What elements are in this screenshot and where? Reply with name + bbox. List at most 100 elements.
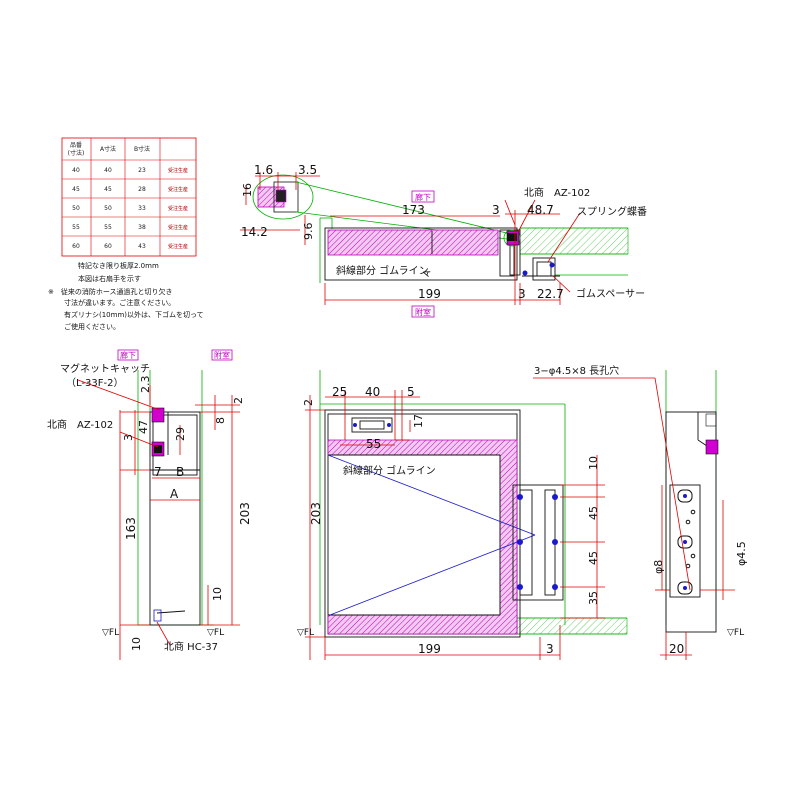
table-cell: 33 bbox=[138, 205, 146, 212]
front-section-label: 斜線部分 ゴムライン bbox=[343, 464, 436, 477]
side-dim-8: 8 bbox=[214, 417, 227, 424]
front-dim-35: 35 bbox=[587, 591, 600, 605]
dim-3-bottom: 3 bbox=[518, 287, 526, 301]
table-cell: 28 bbox=[138, 186, 146, 193]
front-magnet bbox=[351, 417, 393, 433]
magnet-catch-label: マグネットキャッチ bbox=[60, 362, 150, 375]
table-cell: 23 bbox=[138, 167, 146, 174]
table-cell: 45 bbox=[104, 186, 112, 193]
table-cell: 50 bbox=[72, 205, 80, 212]
dim-199-top: 199 bbox=[418, 287, 441, 301]
front-dim-17: 17 bbox=[412, 414, 425, 428]
dim-3-5: 3.5 bbox=[298, 163, 317, 177]
table-cell: 受注生産 bbox=[168, 186, 188, 193]
front-dim-203: 203 bbox=[309, 502, 323, 525]
table-cell: 受注生産 bbox=[168, 243, 188, 250]
table-cell: 50 bbox=[104, 205, 112, 212]
side-dim-203: 203 bbox=[238, 502, 252, 525]
note-line-6: ご使用ください。 bbox=[64, 322, 120, 331]
table-cell: 40 bbox=[72, 167, 80, 174]
front-dim-2: 2 bbox=[302, 399, 315, 406]
top-a-mark: A bbox=[422, 268, 434, 278]
dim-16: 16 bbox=[241, 183, 254, 197]
right-dim-phi8: φ8 bbox=[652, 560, 665, 574]
table-cell: 43 bbox=[138, 243, 146, 250]
side-magnet-catch bbox=[151, 407, 165, 423]
table-cell: 60 bbox=[72, 243, 80, 250]
right-dim-phi4-5: φ4.5 bbox=[735, 541, 748, 566]
side-fl-left: ▽FL bbox=[102, 628, 119, 638]
top-section-label: 斜線部分 ゴムライン bbox=[336, 264, 429, 277]
table-header-a: A寸法 bbox=[100, 145, 116, 153]
top-gasket-zone bbox=[327, 229, 499, 256]
side-dim-7: 7 bbox=[154, 465, 162, 479]
right-fl: ▽FL bbox=[727, 628, 744, 638]
side-view: 廊下 附室 2.3 2 8 47 3 29 7 bbox=[47, 349, 252, 660]
table-cell: 受注生産 bbox=[168, 167, 188, 174]
dim-9-6: 9.6 bbox=[302, 223, 315, 241]
front-dim-40: 40 bbox=[365, 385, 380, 399]
side-dim-b: B bbox=[176, 465, 184, 479]
detail-bubble bbox=[252, 174, 314, 220]
table-header-hinban: 品番 bbox=[70, 142, 82, 149]
table-header-hinban-unit: (寸法) bbox=[68, 149, 85, 157]
table-header-b: B寸法 bbox=[134, 145, 150, 153]
top-view: 斜線部分 ゴムライン A 廊下 附室 bbox=[240, 163, 647, 318]
notes: 特記なき限り板厚2.0mm 本図は右扇手を示す ※ 従来の消防ホース通過孔と切り… bbox=[48, 261, 204, 331]
front-dim-3: 3 bbox=[546, 642, 554, 656]
side-dim-163: 163 bbox=[124, 517, 138, 540]
right-hinge bbox=[705, 439, 719, 455]
table-cell: 55 bbox=[72, 224, 80, 231]
magnet-catch-model: （L-33F-2） bbox=[66, 377, 123, 389]
front-fl: ▽FL bbox=[297, 628, 314, 638]
table-cell: 38 bbox=[138, 224, 146, 231]
note-line-1: 特記なき限り板厚2.0mm bbox=[78, 261, 159, 270]
note-line-3: ※ 従来の消防ホース通過孔と切り欠き bbox=[48, 287, 173, 296]
dim-22-7: 22.7 bbox=[537, 287, 564, 301]
side-dim-3: 3 bbox=[122, 434, 135, 441]
front-dim-25: 25 bbox=[332, 385, 347, 399]
side-corridor-tag: 廊下 bbox=[120, 350, 136, 360]
front-dim-55: 55 bbox=[366, 437, 381, 451]
front-dim-199: 199 bbox=[418, 642, 441, 656]
front-dim-10: 10 bbox=[587, 456, 600, 470]
spring-hinge-label: スプリング蝶番 bbox=[577, 205, 647, 218]
side-hinge-label: 北商 AZ-102 bbox=[47, 418, 113, 431]
rubber-spacer-label: ゴムスペーサー bbox=[576, 287, 645, 300]
side-dim-2-3: 2.3 bbox=[139, 376, 152, 394]
table-cell: 45 bbox=[72, 186, 80, 193]
front-dim-45-a: 45 bbox=[587, 506, 600, 520]
table-cell: 55 bbox=[104, 224, 112, 231]
dim-173: 173 bbox=[402, 203, 425, 217]
slot-hole-label: 3−φ4.5×8 長孔穴 bbox=[534, 364, 619, 377]
note-line-2: 本図は右扇手を示す bbox=[78, 274, 141, 283]
front-dim-5: 5 bbox=[407, 385, 415, 399]
side-dim-10-b: 10 bbox=[130, 637, 143, 651]
side-room-tag: 附室 bbox=[214, 350, 230, 360]
bottom-part-label: 北商 HC-37 bbox=[164, 640, 218, 653]
front-view: 斜線部分 ゴムライン 25 40 5 2 17 5 bbox=[297, 370, 628, 660]
dim-1-6: 1.6 bbox=[254, 163, 273, 177]
table-cell: 40 bbox=[104, 167, 112, 174]
top-hinge-label: 北商 AZ-102 bbox=[524, 186, 590, 199]
dim-14-2: 14.2 bbox=[241, 225, 268, 239]
top-corridor-tag: 廊下 bbox=[415, 192, 431, 202]
top-room-tag: 附室 bbox=[415, 307, 431, 317]
side-dim-29: 29 bbox=[174, 427, 187, 441]
dim-48-7: 48.7 bbox=[527, 203, 554, 217]
right-dim-20: 20 bbox=[669, 642, 684, 656]
side-dim-a: A bbox=[170, 487, 179, 501]
right-view: 3−φ4.5×8 長孔穴 φ8 φ4.5 20 ▽FL bbox=[533, 364, 748, 660]
side-fl-right: ▽FL bbox=[207, 628, 224, 638]
table-cell: 受注生産 bbox=[168, 205, 188, 212]
size-table: 品番 (寸法) A寸法 B寸法 40 40 23 受注生産 45 45 28 受注生産 50 50… bbox=[61, 137, 197, 257]
side-dim-47: 47 bbox=[137, 420, 150, 434]
dim-3-top: 3 bbox=[492, 203, 500, 217]
note-line-5: 有ズリナシ(10mm)以外は、下ゴムを切って bbox=[64, 310, 204, 319]
side-dim-10-a: 10 bbox=[211, 587, 224, 601]
front-dim-45-b: 45 bbox=[587, 551, 600, 565]
table-cell: 60 bbox=[104, 243, 112, 250]
note-line-4: 寸法が違います。ご注意ください。 bbox=[64, 298, 175, 307]
table-cell: 受注生産 bbox=[168, 224, 188, 231]
